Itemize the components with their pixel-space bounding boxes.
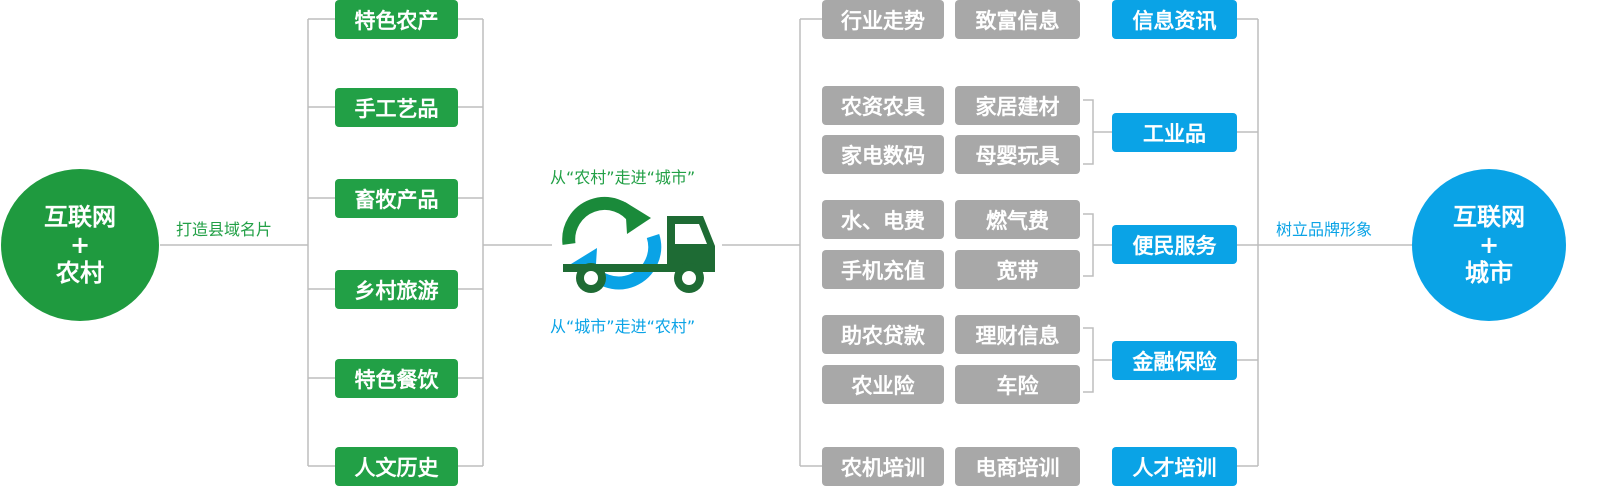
right-hub-plus: + [1478, 231, 1500, 259]
industrial-item: 农资农具 [822, 86, 944, 125]
left-hub-line1: 互联网 [44, 203, 116, 231]
info-item: 行业走势 [822, 0, 944, 39]
left-item: 乡村旅游 [335, 270, 458, 309]
industrial-item: 家居建材 [955, 86, 1080, 125]
finance-item: 助农贷款 [822, 315, 944, 354]
truck-recycle-icon [562, 197, 715, 293]
group-label-training: 人才培训 [1112, 447, 1237, 486]
left-item: 特色餐饮 [335, 359, 458, 398]
left-hub-line2: 农村 [56, 259, 104, 287]
group-label-industrial: 工业品 [1112, 113, 1237, 152]
right-hub-line1: 互联网 [1453, 203, 1525, 231]
finance-item: 车险 [955, 365, 1080, 404]
left-hub-circle: 互联网 + 农村 [1, 169, 159, 321]
left-caption: 打造县域名片 [176, 220, 273, 239]
training-item: 电商培训 [955, 447, 1080, 486]
training-item: 农机培训 [822, 447, 944, 486]
left-hub-plus: + [69, 231, 91, 259]
left-item: 特色农产 [335, 0, 458, 39]
left-item: 手工艺品 [335, 88, 458, 127]
right-hub-line2: 城市 [1465, 259, 1513, 287]
center-bottom-text: 从“城市”走进“农村” [550, 317, 696, 336]
group-label-finance: 金融保险 [1112, 341, 1237, 380]
finance-item: 理财信息 [955, 315, 1080, 354]
service-item: 水、电费 [822, 200, 944, 239]
left-item: 人文历史 [335, 447, 458, 486]
left-item: 畜牧产品 [335, 179, 458, 218]
group-label-info: 信息资讯 [1112, 0, 1237, 39]
right-hub-circle: 互联网 + 城市 [1412, 169, 1566, 321]
service-item: 宽带 [955, 250, 1080, 289]
right-caption: 树立品牌形象 [1276, 220, 1373, 239]
finance-item: 农业险 [822, 365, 944, 404]
center-top-text: 从“农村”走进“城市” [550, 168, 696, 187]
group-label-service: 便民服务 [1112, 225, 1237, 264]
industrial-item: 家电数码 [822, 135, 944, 174]
service-item: 手机充值 [822, 250, 944, 289]
industrial-item: 母婴玩具 [955, 135, 1080, 174]
info-item: 致富信息 [955, 0, 1080, 39]
service-item: 燃气费 [955, 200, 1080, 239]
